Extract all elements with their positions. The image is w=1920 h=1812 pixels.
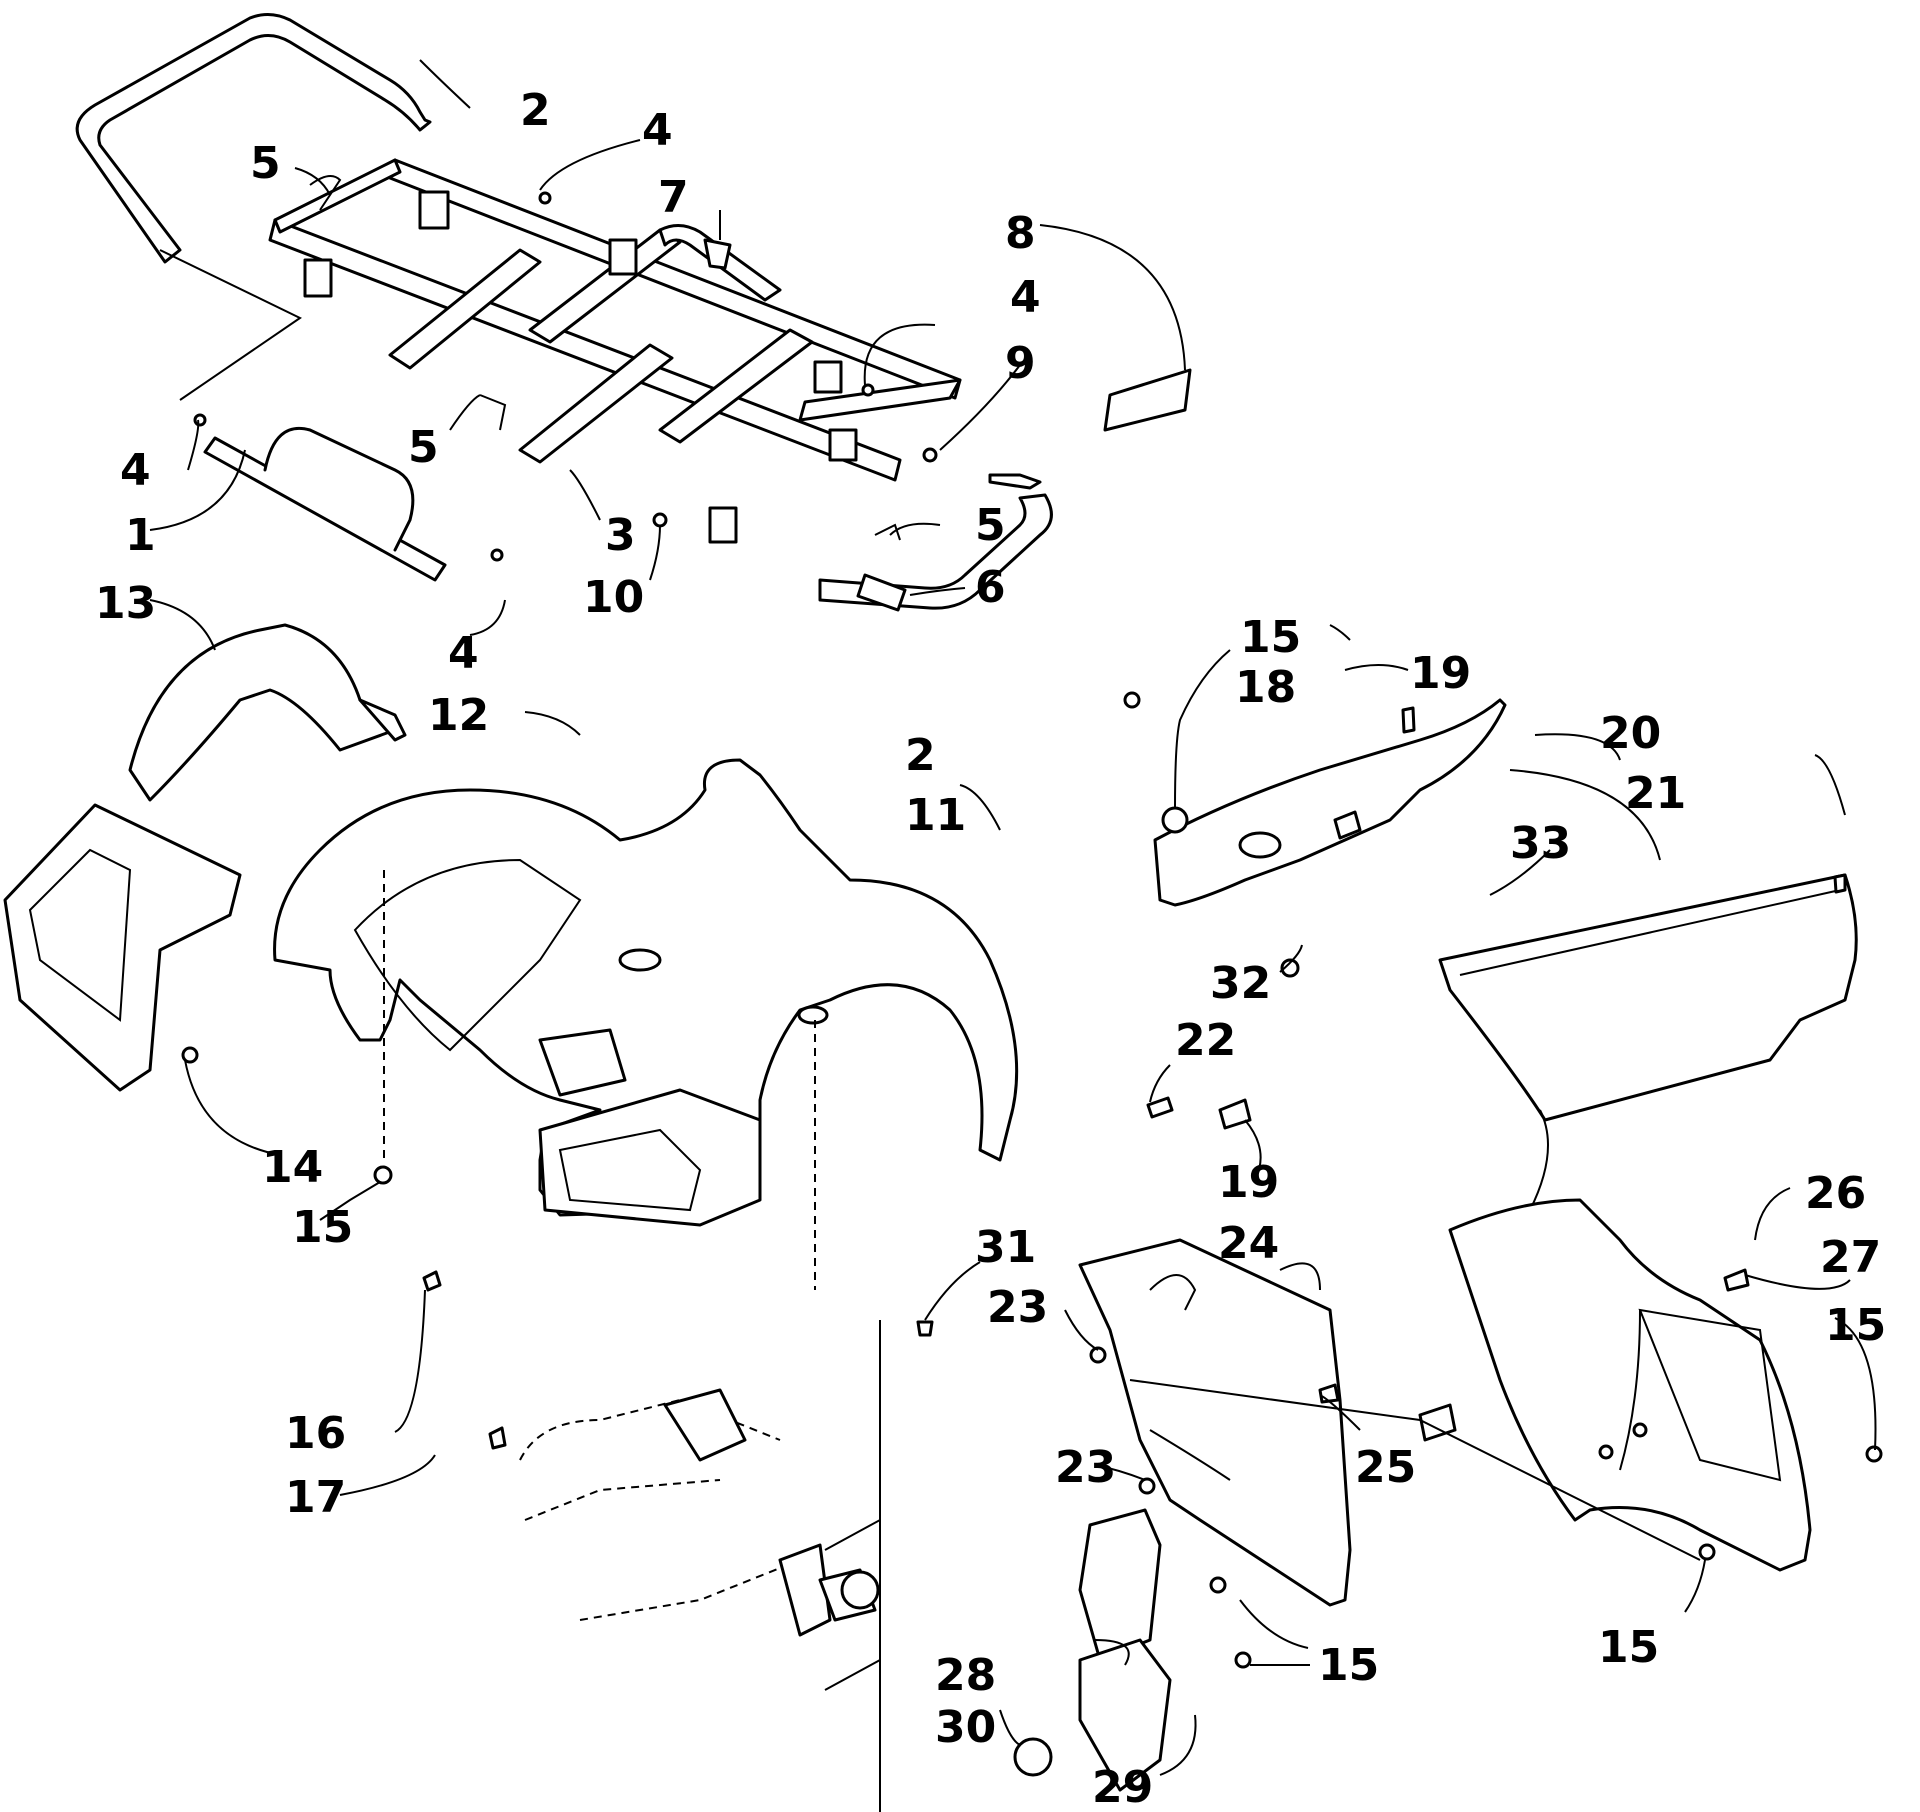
label-30: 30 bbox=[935, 1702, 996, 1753]
label-5a: 5 bbox=[250, 138, 281, 189]
right-side-panel bbox=[1153, 698, 1507, 907]
label-4b: 4 bbox=[1010, 272, 1041, 323]
label-23a: 23 bbox=[987, 1282, 1048, 1333]
label-26: 26 bbox=[1805, 1168, 1866, 1219]
label-7: 7 bbox=[658, 172, 689, 223]
label-2b: 2 bbox=[905, 730, 936, 781]
label-4d: 4 bbox=[448, 628, 479, 679]
label-24: 24 bbox=[1218, 1218, 1279, 1269]
label-22: 22 bbox=[1175, 1015, 1236, 1066]
label-16: 16 bbox=[285, 1408, 346, 1459]
label-18: 18 bbox=[1235, 662, 1296, 713]
label-2a: 2 bbox=[520, 85, 551, 136]
chassis-frame-fragment bbox=[519, 1388, 881, 1691]
label-10: 10 bbox=[583, 572, 644, 623]
label-8: 8 bbox=[1005, 208, 1036, 259]
label-21: 21 bbox=[1625, 768, 1686, 819]
label-19b: 19 bbox=[1218, 1157, 1279, 1208]
label-9: 9 bbox=[1005, 338, 1036, 389]
label-32: 32 bbox=[1210, 958, 1271, 1009]
label-5b: 5 bbox=[408, 422, 439, 473]
label-15c: 15 bbox=[1825, 1300, 1886, 1351]
label-15e: 15 bbox=[1318, 1640, 1379, 1691]
leader-lines bbox=[149, 59, 1877, 1812]
label-20: 20 bbox=[1600, 708, 1661, 759]
label-29: 29 bbox=[1092, 1762, 1153, 1812]
label-1: 1 bbox=[125, 510, 156, 561]
right-splash-panel bbox=[1078, 1238, 1352, 1607]
label-4c: 4 bbox=[120, 445, 151, 496]
label-15a: 15 bbox=[1240, 612, 1301, 663]
mud-flap-brackets bbox=[1013, 1403, 1457, 1792]
lower-right-panel bbox=[1448, 1198, 1812, 1572]
right-fender-panel bbox=[1438, 873, 1858, 1211]
label-23b: 23 bbox=[1055, 1442, 1116, 1493]
label-31: 31 bbox=[975, 1222, 1036, 1273]
label-19a: 19 bbox=[1410, 648, 1471, 699]
hardware bbox=[181, 691, 1883, 1669]
label-11: 11 bbox=[905, 790, 966, 841]
rear-rack-assembly bbox=[75, 13, 1192, 612]
part-number-labels: 2 4 5 7 8 4 9 4 5 1 3 5 13 10 6 4 15 19 … bbox=[95, 85, 1886, 1812]
left-storage-box bbox=[3, 623, 407, 1092]
label-3: 3 bbox=[605, 510, 636, 561]
rear-fender-body bbox=[273, 758, 1019, 1290]
label-12: 12 bbox=[428, 690, 489, 741]
label-17: 17 bbox=[285, 1472, 346, 1523]
label-28: 28 bbox=[935, 1650, 996, 1701]
label-33: 33 bbox=[1510, 818, 1571, 869]
label-15b: 15 bbox=[292, 1202, 353, 1253]
label-14: 14 bbox=[262, 1142, 323, 1193]
label-25: 25 bbox=[1355, 1442, 1416, 1493]
label-5c: 5 bbox=[975, 500, 1006, 551]
label-6: 6 bbox=[975, 562, 1006, 613]
label-27: 27 bbox=[1820, 1232, 1881, 1283]
label-13: 13 bbox=[95, 578, 156, 629]
label-4a: 4 bbox=[642, 105, 673, 156]
label-15d: 15 bbox=[1598, 1622, 1659, 1673]
